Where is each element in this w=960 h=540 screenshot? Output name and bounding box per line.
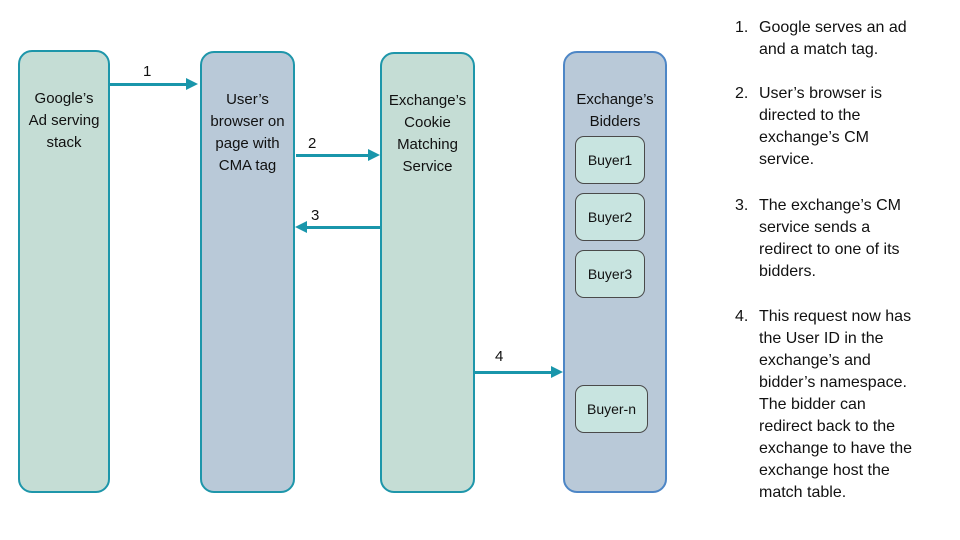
node-user-browser: User’s browser on page with CMA tag (200, 51, 295, 493)
node-buyer-1-label: Buyer1 (587, 152, 633, 168)
arrow-1 (110, 78, 198, 90)
step-2-text: User’s browser is directed to the exchan… (759, 85, 882, 168)
arrow-1-shaft (110, 82, 187, 86)
step-1-number: 1. (735, 19, 749, 36)
step-3-text: The exchange’s CM service sends a redire… (759, 197, 901, 280)
node-buyer-1: Buyer1 (575, 136, 645, 184)
node-buyer-n: Buyer-n (575, 385, 648, 433)
node-exchange-cm-service: Exchange’s Cookie Matching Service (380, 52, 475, 493)
node-buyer-2: Buyer2 (575, 193, 645, 241)
node-buyer-3: Buyer3 (575, 250, 645, 298)
step-4-text: This request now has the User ID in the … (759, 308, 913, 501)
step-1-text: Google serves an ad and a match tag. (759, 19, 907, 58)
arrow-right-icon (551, 366, 563, 378)
node-user-browser-label: User’s browser on page with CMA tag (210, 91, 285, 174)
node-google-ad-stack-label: Google’s Ad serving stack (28, 90, 100, 151)
node-exchange-bidders-label: Exchange’s Bidders (576, 91, 654, 130)
arrow-2-shaft (296, 153, 369, 157)
arrow-3-shaft (306, 225, 380, 229)
step-item-4: 4. This request now has the User ID in t… (735, 306, 945, 504)
arrow-4-label: 4 (495, 348, 504, 365)
node-buyer-n-label: Buyer-n (586, 401, 637, 417)
step-4-number: 4. (735, 308, 749, 325)
arrow-4 (475, 366, 563, 378)
node-buyer-3-label: Buyer3 (587, 266, 633, 282)
arrow-2-label: 2 (308, 135, 317, 152)
arrow-3-label: 3 (311, 207, 320, 224)
step-2-number: 2. (735, 85, 749, 102)
arrow-right-icon (368, 149, 380, 161)
step-3-number: 3. (735, 197, 749, 214)
arrow-right-icon (186, 78, 198, 90)
node-google-ad-stack: Google’s Ad serving stack (18, 50, 110, 493)
arrow-3 (295, 221, 380, 233)
step-item-1: 1. Google serves an ad and a match tag. (735, 17, 945, 61)
step-item-3: 3. The exchange’s CM service sends a red… (735, 195, 945, 283)
node-buyer-2-label: Buyer2 (587, 209, 633, 225)
step-item-2: 2. User’s browser is directed to the exc… (735, 83, 945, 171)
arrow-2 (296, 149, 380, 161)
arrow-1-label: 1 (143, 63, 152, 80)
arrow-4-shaft (475, 370, 552, 374)
arrow-left-icon (295, 221, 307, 233)
node-exchange-cm-service-label: Exchange’s Cookie Matching Service (388, 92, 467, 175)
